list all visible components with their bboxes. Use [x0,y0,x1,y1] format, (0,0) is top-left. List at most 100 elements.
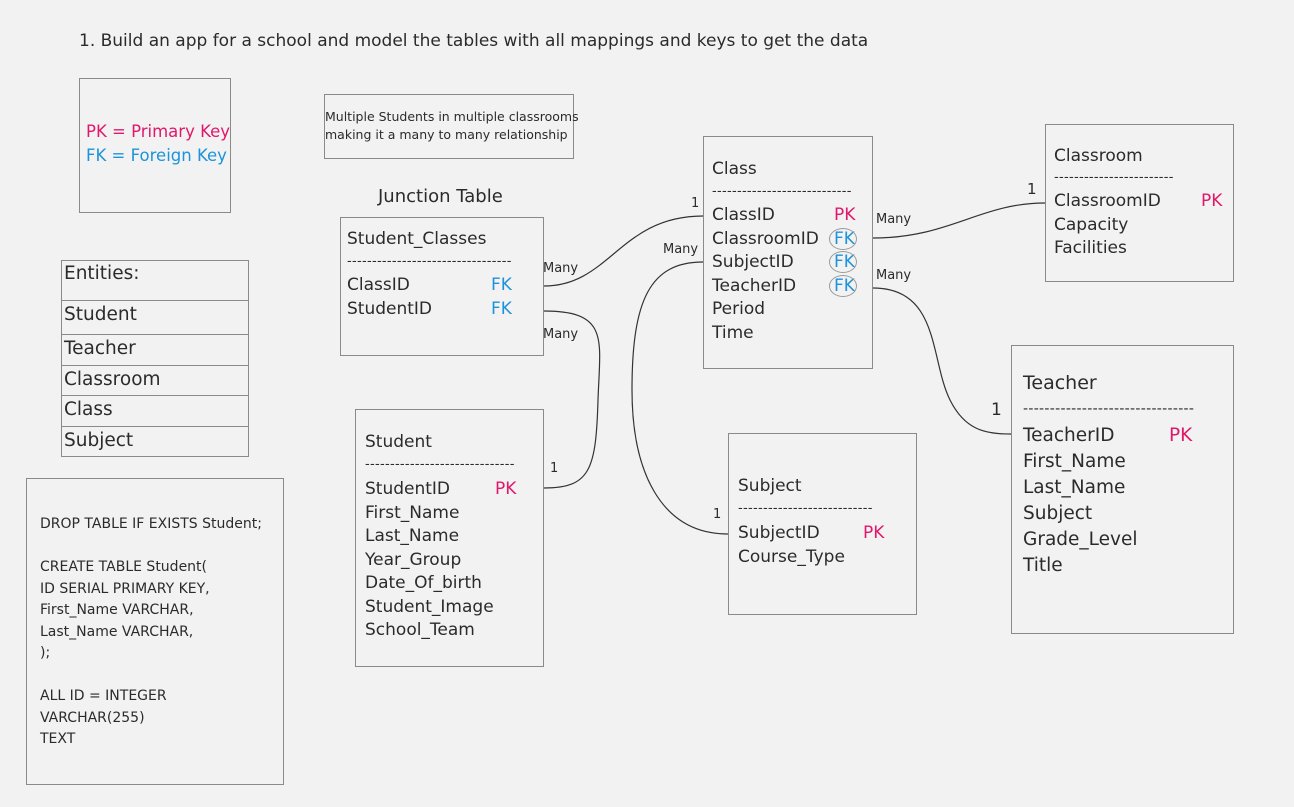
table-separator: ------------------------ [1054,170,1174,185]
sql-code: DROP TABLE IF EXISTS Student; CREATE TAB… [40,514,262,751]
pk-marker: PK [1201,191,1223,211]
sql-line: VARCHAR(255) [40,709,145,726]
field: TeacherID [1023,425,1115,446]
legend-box: PK = Primary Key FK = Foreign Key [79,78,231,213]
field: Facilities [1054,238,1127,258]
field: Period [712,299,766,319]
table-separator: ------------------------------ [365,457,515,472]
field: StudentID [347,298,433,319]
page-title: 1. Build an app for a school and model t… [79,31,869,51]
table-student-classes: Student_Classes ------------------------… [340,217,544,356]
field: Subject [1023,503,1093,524]
table-name: Subject [738,476,802,496]
table-fields: TeacherID First_Name Last_Name Subject G… [1023,423,1138,579]
field: Time [712,322,754,343]
field: TeacherID [712,275,797,296]
table-name: Teacher [1023,372,1097,394]
fk-circle [829,228,857,250]
cardinality-label: Many [543,327,579,342]
table-separator: --------------------------------- [347,254,512,269]
cardinality-label: Many [876,212,912,227]
cardinality-label: Many [663,242,699,257]
pk-marker: PK [863,523,885,543]
pk-marker: PK [834,205,856,225]
field: Last_Name [365,526,460,546]
pk-marker: PK [1169,425,1193,446]
note-line: making it a many to many relationship [325,127,568,142]
table-separator: -------------------------------- [1023,401,1195,417]
fk-circle [829,251,857,273]
sql-line: CREATE TABLE Student( [40,559,208,575]
sql-line: ALL ID = INTEGER [40,688,167,704]
connector-class-subject [631,261,729,535]
field: ClassroomID [712,228,819,249]
pk-marker: PK [495,479,517,499]
entity-item: Subject [64,430,134,451]
table-fields: ClassID StudentID [347,274,432,321]
table-class: Class ---------------------------- Class… [703,136,873,369]
connector-studentclasses-class [543,215,704,287]
field: Title [1023,555,1063,576]
field: SubjectID [738,523,820,543]
field: First_Name [365,502,460,523]
cardinality-label: 1 [691,196,700,211]
fk-circle [829,275,857,297]
table-fields: ClassroomID Capacity Facilities [1054,190,1161,261]
cardinality-label: Many [543,261,579,276]
cardinality-label: Many [876,268,912,283]
fk-marker: FK [491,298,512,319]
table-name: Student_Classes [347,229,487,249]
sql-box: DROP TABLE IF EXISTS Student; CREATE TAB… [26,478,284,785]
table-name: Classroom [1054,146,1143,166]
table-teacher: Teacher --------------------------------… [1011,345,1234,634]
table-name: Student [365,432,432,452]
table-subject: Subject --------------------------- Subj… [728,433,917,615]
table-fields: SubjectID Course_Type [738,522,845,569]
field: StudentID [365,479,451,499]
table-student: Student ------------------------------ S… [355,409,544,667]
field: First_Name [1023,451,1126,472]
field: Course_Type [738,546,845,567]
sql-line: ID SERIAL PRIMARY KEY, [40,580,210,597]
entities-header: Entities: [62,261,248,301]
entity-item: Classroom [62,366,248,396]
connector-studentclasses-student [543,310,601,489]
cardinality-label: 1 [713,507,722,522]
table-classroom: Classroom ------------------------ Class… [1045,124,1234,282]
field: Student_Image [365,596,494,617]
table-fields: ClassID ClassroomID SubjectID TeacherID … [712,204,819,345]
field: Date_Of_birth [365,573,482,593]
note-box: Multiple Students in multiple classrooms… [324,94,579,159]
cardinality-label: 1 [991,400,1002,420]
field: Capacity [1054,214,1129,235]
entity-item: Student [62,301,248,335]
sql-line: ); [40,645,51,661]
note-line: Multiple Students in multiple classrooms [325,109,579,124]
field: Year_Group [365,549,462,570]
field: School_Team [365,620,475,640]
connector-class-classroom [872,202,1046,239]
entity-item: Teacher [62,335,248,366]
table-separator: ---------------------------- [712,184,852,199]
sql-line: First_Name VARCHAR, [40,602,194,618]
table-name: Class [712,159,757,179]
sql-line: TEXT [40,731,76,747]
entity-item: Class [62,396,248,427]
field: SubjectID [712,252,794,272]
table-fields: StudentID First_Name Last_Name Year_Grou… [365,478,494,643]
junction-table-label: Junction Table [378,186,503,207]
field: ClassID [712,205,775,225]
field: Last_Name [1023,477,1126,498]
field: ClassID [347,275,410,295]
sql-line: Last_Name VARCHAR, [40,623,194,640]
table-separator: --------------------------- [738,501,873,516]
legend-fk: FK = Foreign Key [86,146,227,165]
field: Grade_Level [1023,529,1138,550]
sql-line: DROP TABLE IF EXISTS Student; [40,516,262,532]
connector-class-teacher [872,287,1012,435]
cardinality-label: 1 [1027,180,1037,198]
field: ClassroomID [1054,191,1161,211]
table-keys: FK FK [491,274,512,321]
cardinality-label: 1 [550,461,559,476]
